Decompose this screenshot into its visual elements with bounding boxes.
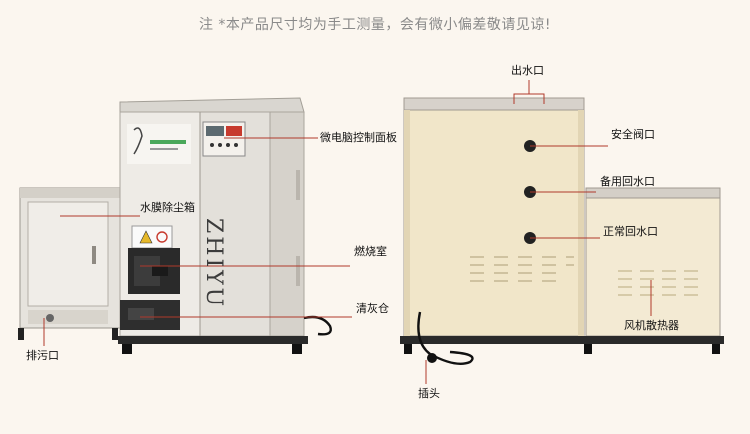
label-ash-bin: 清灰仓 (356, 302, 389, 315)
label-normal-return: 正常回水口 (603, 225, 658, 238)
water-tank-unit (400, 97, 590, 365)
label-spare-return: 备用回水口 (600, 175, 655, 188)
label-combustion: 燃烧室 (354, 245, 387, 258)
label-drain: 排污口 (26, 349, 59, 362)
label-water-outlet: 出水口 (511, 64, 544, 77)
label-control-panel: 微电脑控制面板 (320, 131, 397, 144)
measurement-note: 注 *本产品尺寸均为手工测量，会有微小偏差敬请见谅! (198, 17, 552, 33)
fan-radiator-unit (582, 187, 724, 354)
boiler-brand-vertical: ZHIYU (201, 218, 226, 310)
label-safety-valve: 安全阀口 (611, 128, 655, 141)
label-dust-box: 水膜除尘箱 (140, 201, 195, 214)
label-plug: 插头 (418, 387, 440, 400)
dust-box-unit (18, 187, 121, 340)
label-fan-radiator: 风机散热器 (624, 319, 679, 332)
callout-lines (43, 80, 652, 384)
boiler-unit (118, 97, 332, 354)
